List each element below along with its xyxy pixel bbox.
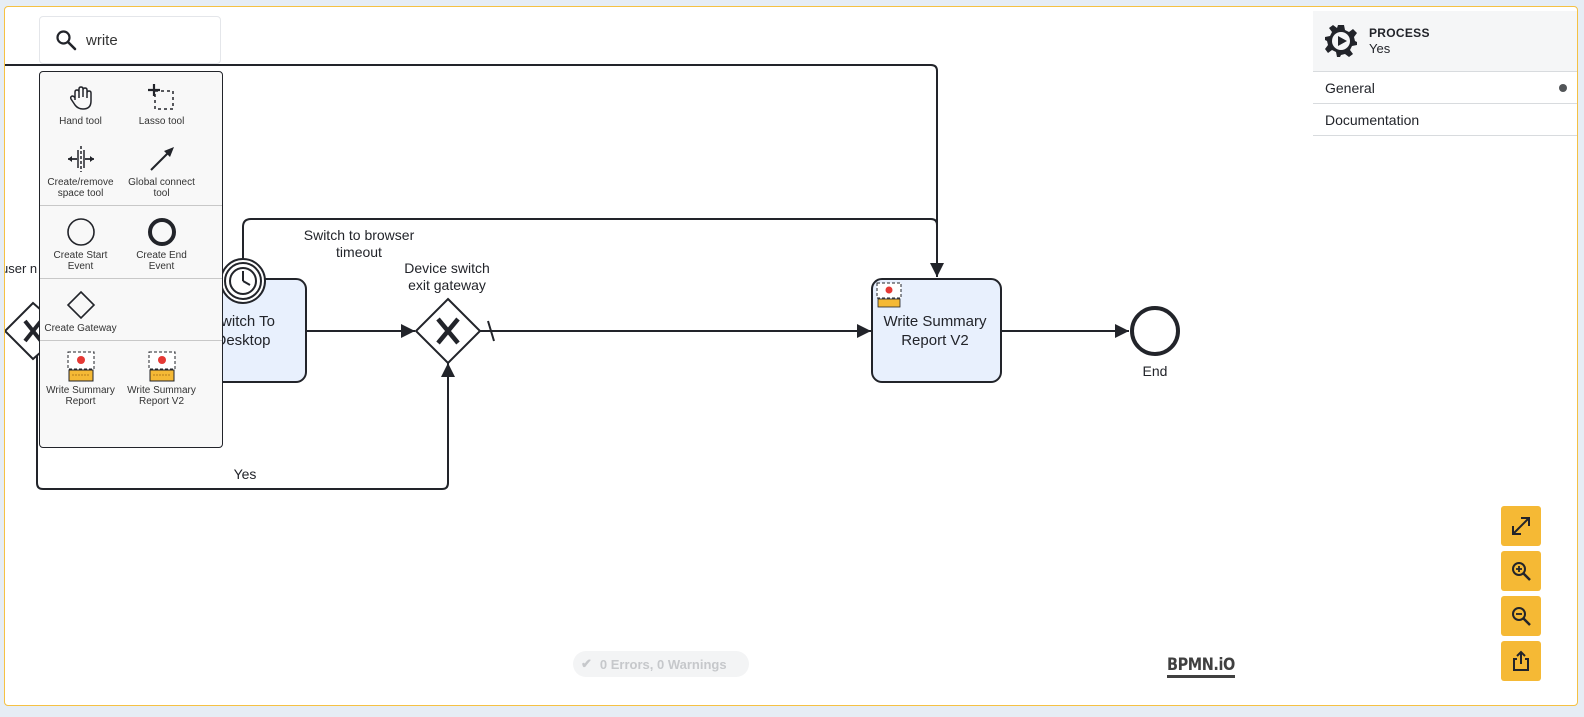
zoom-out-button[interactable] [1501, 596, 1541, 636]
fullscreen-icon [1512, 517, 1530, 535]
palette-label: Global connect tool [128, 177, 195, 199]
bpmn-canvas[interactable]: Yes user n Switch To Desktop Switch to b… [5, 7, 1578, 706]
task-switch-line2: Desktop [215, 332, 270, 349]
data-indicator-dot [1559, 83, 1567, 92]
yes-flow-label: Yes [234, 466, 257, 482]
rpa-task-icon [148, 351, 175, 382]
palette-lasso-tool[interactable]: Lasso tool [121, 72, 202, 133]
palette-write-summary-report[interactable]: Write Summary Report [40, 341, 121, 413]
default-flow-marker [487, 320, 495, 342]
palette-search [39, 16, 221, 64]
palette-group-events: Create Start Event Create End Event [40, 206, 222, 279]
export-button[interactable] [1501, 641, 1541, 681]
properties-panel: PROCESS Yes General Documentation [1313, 11, 1577, 211]
zoom-in-button[interactable] [1501, 551, 1541, 591]
palette-hand-tool[interactable]: Hand tool [40, 72, 121, 133]
rpa-task-icon [876, 282, 902, 308]
zoom-out-icon [1512, 607, 1531, 626]
palette-label: Create/remove space tool [47, 177, 114, 199]
palette-label: Write Summary Report [46, 385, 115, 407]
sequence-flow-yes[interactable] [36, 347, 455, 490]
palette-label: Write Summary Report V2 [127, 385, 196, 407]
palette-create-gateway[interactable]: Create Gateway [40, 279, 121, 340]
space-tool-icon [67, 146, 94, 172]
task-write-line2: Report V2 [901, 332, 969, 349]
task-write-summary-report-v2[interactable]: Write Summary Report V2 [871, 278, 1002, 383]
palette-global-connect-tool[interactable]: Global connect tool [121, 133, 202, 205]
bpmn-io-logo[interactable]: BPMN.iO [1167, 655, 1235, 678]
tool-palette: Hand tool Lasso tool [39, 71, 223, 448]
search-input[interactable] [86, 31, 206, 49]
element-type: PROCESS [1369, 26, 1430, 40]
timer-label-line2: timeout [336, 244, 382, 260]
timer-boundary-event[interactable] [220, 258, 266, 304]
gateway-label-line1: Device switch [404, 260, 490, 276]
gateway-icon [66, 290, 95, 320]
element-name: Yes [1369, 41, 1391, 56]
connect-arrow-icon [149, 147, 174, 171]
palette-label: Create Gateway [44, 323, 117, 334]
start-event-icon [66, 218, 95, 246]
palette-create-end-event[interactable]: Create End Event [121, 206, 202, 278]
end-event-label: End [1143, 363, 1168, 379]
gateway-label-line2: exit gateway [408, 277, 486, 293]
group-general[interactable]: General [1313, 72, 1577, 104]
zoom-in-icon [1512, 562, 1531, 581]
palette-label: Hand tool [59, 116, 102, 127]
timer-label-line1: Switch to browser [304, 227, 415, 243]
device-switch-exit-gateway[interactable] [414, 297, 482, 365]
linting-status[interactable]: ✔ 0 Errors, 0 Warnings [573, 651, 749, 677]
palette-label: Create Start Event [53, 250, 108, 272]
task-write-line1: Write Summary [883, 313, 987, 330]
end-event[interactable] [1130, 306, 1180, 356]
group-general-label: General [1325, 79, 1375, 96]
lasso-icon [147, 84, 174, 110]
palette-group-tools: Hand tool Lasso tool [40, 72, 222, 206]
end-event-icon [147, 218, 176, 246]
search-icon [56, 30, 77, 51]
palette-label: Create End Event [136, 250, 187, 272]
group-documentation-label: Documentation [1325, 111, 1420, 128]
palette-write-summary-report-v2[interactable]: Write Summary Report V2 [121, 341, 202, 413]
fullscreen-button[interactable] [1501, 506, 1541, 546]
palette-space-tool[interactable]: Create/remove space tool [40, 133, 121, 205]
left-partial-label: user n [5, 261, 37, 276]
group-documentation[interactable]: Documentation [1313, 104, 1577, 136]
properties-header: PROCESS Yes [1313, 11, 1577, 72]
modeler-frame: Yes user n Switch To Desktop Switch to b… [4, 6, 1578, 706]
hand-icon [69, 86, 92, 110]
linting-text: 0 Errors, 0 Warnings [599, 656, 727, 672]
rpa-task-icon [67, 351, 94, 382]
sequence-flow-timeout[interactable] [242, 218, 938, 277]
export-icon [1513, 650, 1529, 671]
palette-create-start-event[interactable]: Create Start Event [40, 206, 121, 278]
palette-group-gateways: Create Gateway [40, 279, 222, 341]
palette-group-tasks: Write Summary Report Write Summary Repor… [40, 341, 222, 413]
process-gear-icon [1325, 25, 1357, 57]
palette-label: Lasso tool [138, 116, 185, 127]
sequence-flow-top[interactable] [5, 64, 944, 277]
check-icon: ✔ [581, 656, 592, 671]
task-switch-line1: Switch To [211, 313, 275, 330]
